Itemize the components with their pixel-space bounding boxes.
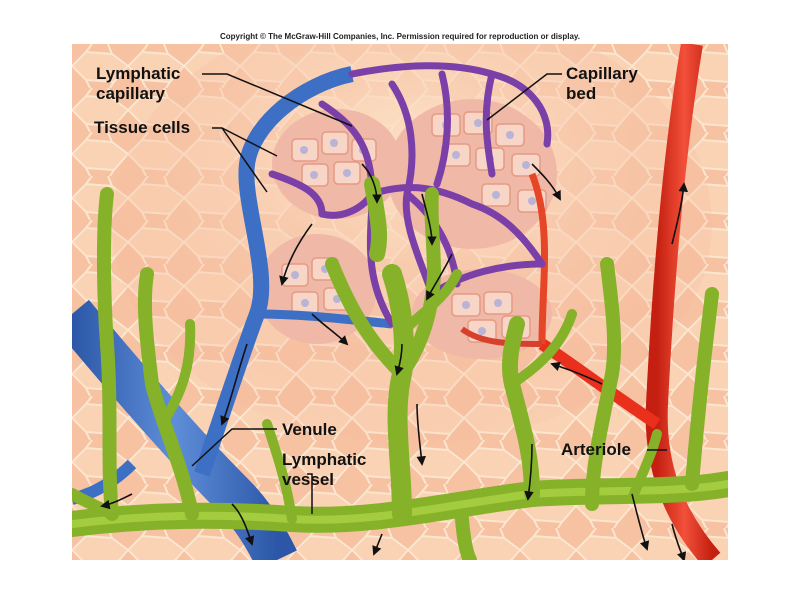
label-arteriole: Arteriole	[561, 440, 631, 459]
lymphatic-capillary-diagram	[72, 44, 728, 560]
label-lymphatic-vessel-line2: vessel	[282, 470, 334, 489]
label-capillary-bed-line2: bed	[566, 84, 597, 103]
label-lymphatic-capillary-line2: capillary	[96, 84, 165, 103]
label-lymphatic-capillary-line1: Lymphatic	[96, 64, 181, 83]
label-capillary-bed-line1: Capillary	[566, 64, 638, 83]
label-leader-lines	[191, 73, 667, 514]
copyright-notice: Copyright © The McGraw-Hill Companies, I…	[219, 32, 581, 41]
label-capillary-bed: Capillary bed	[566, 64, 638, 104]
lymphatic-vessels	[72, 176, 728, 560]
label-lymphatic-vessel: Lymphatic vessel	[282, 450, 366, 490]
label-venule: Venule	[282, 420, 337, 439]
label-lymphatic-capillary: Lymphatic capillary	[96, 64, 180, 104]
label-lymphatic-vessel-line1: Lymphatic	[282, 450, 367, 469]
flow-arrows	[100, 163, 689, 560]
label-tissue-cells: Tissue cells	[94, 118, 191, 137]
